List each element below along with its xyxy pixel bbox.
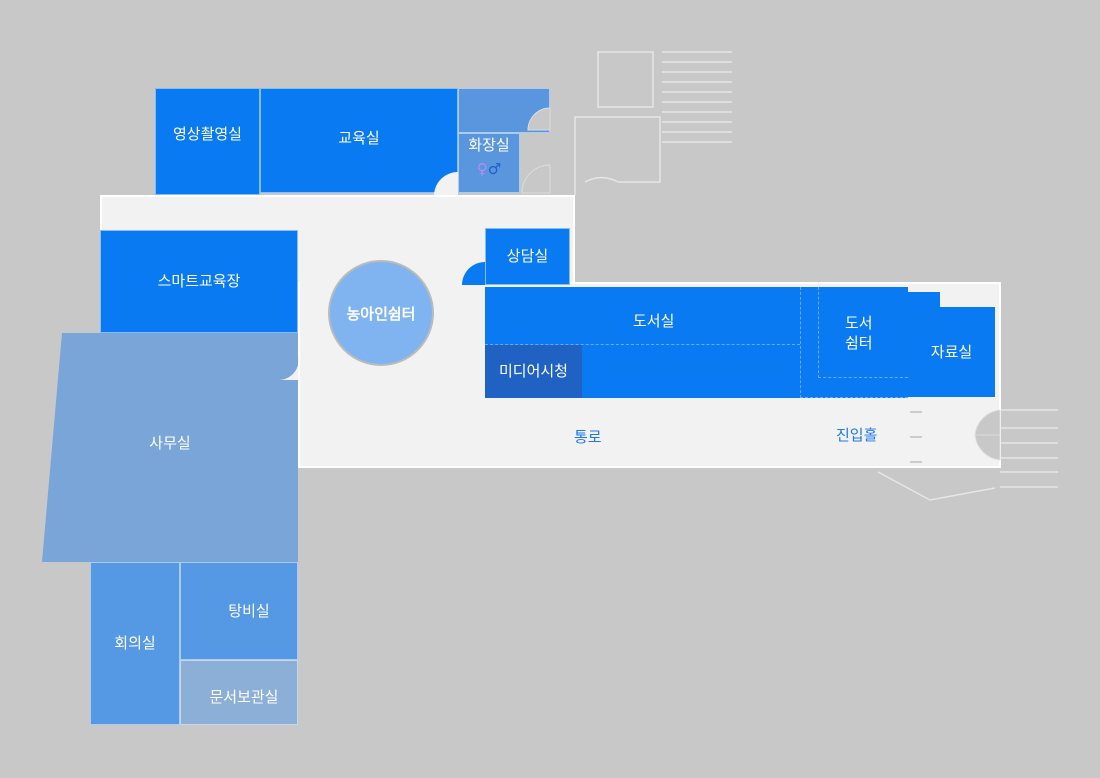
room-label: 자료실: [930, 342, 973, 361]
room-meeting[interactable]: 회의실: [90, 562, 180, 725]
room-label: 문서보관실: [209, 688, 279, 707]
room-label: 탕비실: [228, 601, 270, 620]
room-smart-classroom[interactable]: 스마트교육장: [100, 230, 298, 333]
library-label: 도서실: [633, 312, 675, 330]
room-video-studio[interactable]: 영상촬영실: [155, 88, 260, 195]
room-counseling[interactable]: 상담실: [485, 228, 570, 285]
room-label: 영상촬영실: [172, 124, 242, 143]
library-zone-outline-inner: [818, 287, 908, 378]
room-classroom[interactable]: 교육실: [260, 88, 458, 193]
library-lounge-label: 도서 쉼터: [845, 314, 873, 353]
restroom-gender-icon: ♀♂: [476, 160, 502, 178]
room-restroom[interactable]: 화장실 ♀♂: [458, 133, 520, 193]
entrance-hall-label: 진입홀: [836, 426, 878, 444]
room-label: 상담실: [506, 247, 549, 266]
room-archive[interactable]: 자료실: [908, 307, 995, 397]
room-label: 교육실: [338, 128, 380, 147]
library-divider: [485, 344, 800, 345]
room-label: 미디어시청: [498, 362, 568, 381]
room-media-viewing[interactable]: 미디어시청: [485, 345, 582, 398]
room-label: 스마트교육장: [157, 272, 241, 291]
room-pantry[interactable]: 탕비실: [180, 562, 298, 660]
corridor-label: 통로: [574, 428, 602, 446]
library-zone-outline: [800, 287, 908, 398]
room-label: 회의실: [114, 634, 156, 653]
room-label: 농아인쉼터: [346, 304, 416, 323]
room-office[interactable]: 사무실: [42, 333, 298, 562]
deaf-lounge[interactable]: 농아인쉼터: [328, 260, 434, 366]
room-label: 사무실: [149, 434, 191, 452]
room-document-storage[interactable]: 문서보관실: [180, 660, 298, 725]
room-label: 화장실: [468, 136, 510, 154]
